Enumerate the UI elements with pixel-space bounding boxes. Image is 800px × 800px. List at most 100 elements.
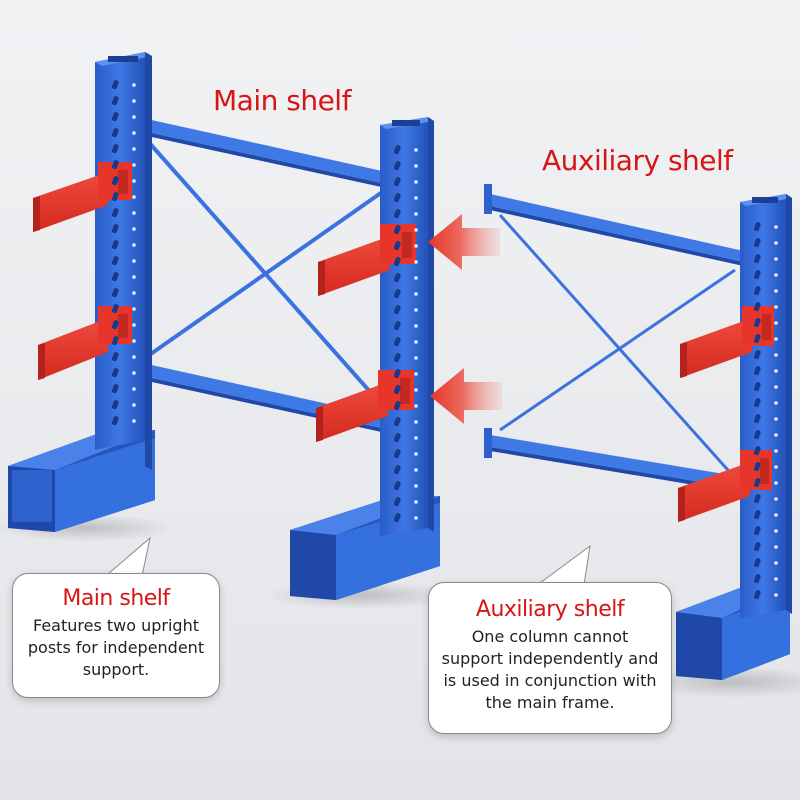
aux-callout-title: Auxiliary shelf — [475, 597, 625, 622]
column-perforation — [393, 161, 401, 171]
column-perforation — [753, 510, 761, 520]
column-perforation — [111, 272, 119, 282]
column-bolt-hole — [132, 323, 136, 327]
column-perforation — [753, 302, 761, 312]
main-callout-line: posts for independent — [27, 638, 205, 657]
column-perforation — [111, 176, 119, 186]
column-perforation — [111, 352, 119, 362]
column-perforation — [393, 385, 401, 395]
column-bolt-hole — [414, 340, 418, 344]
column-bolt-hole — [414, 324, 418, 328]
column-bolt-hole — [132, 243, 136, 247]
auxiliary-shelf-callout: Auxiliary shelf One column cannot suppor… — [428, 582, 672, 734]
aux-callout-tail — [538, 544, 591, 586]
column-bolt-hole — [414, 468, 418, 472]
column-bolt-hole — [414, 420, 418, 424]
aux-base — [676, 586, 790, 680]
column-bolt-hole — [414, 484, 418, 488]
column-perforation — [753, 286, 761, 296]
column-bolt-hole — [414, 212, 418, 216]
aux-callout-line: One column cannot — [471, 627, 629, 646]
column-bolt-hole — [774, 577, 778, 581]
aux-column — [740, 194, 792, 618]
column-bolt-hole — [132, 355, 136, 359]
column-bolt-hole — [774, 513, 778, 517]
column-bolt-hole — [414, 356, 418, 360]
column-bolt-hole — [132, 147, 136, 151]
column-perforation — [393, 321, 401, 331]
column-bolt-hole — [414, 228, 418, 232]
column-perforation — [393, 465, 401, 475]
column-perforation — [393, 401, 401, 411]
column-perforation — [753, 414, 761, 424]
column-perforation — [111, 192, 119, 202]
column-bolt-hole — [414, 244, 418, 248]
column-bolt-hole — [414, 196, 418, 200]
column-perforation — [393, 481, 401, 491]
column-bolt-hole — [414, 292, 418, 296]
column-bolt-hole — [132, 83, 136, 87]
column-bolt-hole — [414, 372, 418, 376]
column-bolt-hole — [414, 404, 418, 408]
column-perforation — [111, 288, 119, 298]
column-perforation — [753, 446, 761, 456]
column-perforation — [393, 337, 401, 347]
column-bolt-hole — [414, 148, 418, 152]
column-perforation — [753, 542, 761, 552]
column-bolt-hole — [774, 273, 778, 277]
column-perforation — [753, 574, 761, 584]
column-bolt-hole — [414, 388, 418, 392]
column-bolt-hole — [414, 452, 418, 456]
column-bolt-hole — [774, 353, 778, 357]
main-shelf-heading: Main shelf — [213, 84, 351, 117]
column-perforation — [753, 366, 761, 376]
column-bolt-hole — [132, 259, 136, 263]
column-perforation — [753, 526, 761, 536]
aux-callout-line: is used in conjunction with — [443, 671, 657, 690]
column-perforation — [393, 433, 401, 443]
column-perforation — [393, 497, 401, 507]
column-perforation — [753, 494, 761, 504]
column-perforation — [393, 369, 401, 379]
column-perforation — [111, 320, 119, 330]
column-bolt-hole — [774, 337, 778, 341]
column-perforation — [753, 222, 761, 232]
aux-beams — [484, 184, 748, 494]
column-perforation — [111, 208, 119, 218]
column-perforation — [753, 334, 761, 344]
column-bolt-hole — [774, 321, 778, 325]
column-perforation — [111, 304, 119, 314]
column-bolt-hole — [414, 180, 418, 184]
column-perforation — [393, 273, 401, 283]
column-perforation — [111, 80, 119, 90]
column-perforation — [111, 224, 119, 234]
column-perforation — [753, 590, 761, 600]
column-bolt-hole — [132, 179, 136, 183]
column-bolt-hole — [132, 115, 136, 119]
column-bolt-hole — [774, 369, 778, 373]
column-perforation — [393, 353, 401, 363]
column-perforation — [111, 368, 119, 378]
column-bolt-hole — [774, 289, 778, 293]
column-bolt-hole — [132, 403, 136, 407]
column-bolt-hole — [774, 385, 778, 389]
column-perforation — [753, 430, 761, 440]
column-perforation — [393, 513, 401, 523]
column-bolt-hole — [774, 449, 778, 453]
column-perforation — [111, 256, 119, 266]
column-bolt-hole — [132, 387, 136, 391]
column-bolt-hole — [774, 241, 778, 245]
auxiliary-shelf-heading: Auxiliary shelf — [542, 144, 733, 177]
column-perforation — [753, 478, 761, 488]
column-perforation — [111, 160, 119, 170]
column-bolt-hole — [132, 291, 136, 295]
column-bolt-hole — [414, 308, 418, 312]
main-left-column — [95, 52, 152, 470]
column-bolt-hole — [414, 276, 418, 280]
column-perforation — [111, 240, 119, 250]
column-bolt-hole — [774, 529, 778, 533]
column-bolt-hole — [774, 401, 778, 405]
main-callout-line: Features two upright — [32, 616, 199, 635]
column-perforation — [753, 398, 761, 408]
main-callout-title: Main shelf — [62, 586, 170, 611]
